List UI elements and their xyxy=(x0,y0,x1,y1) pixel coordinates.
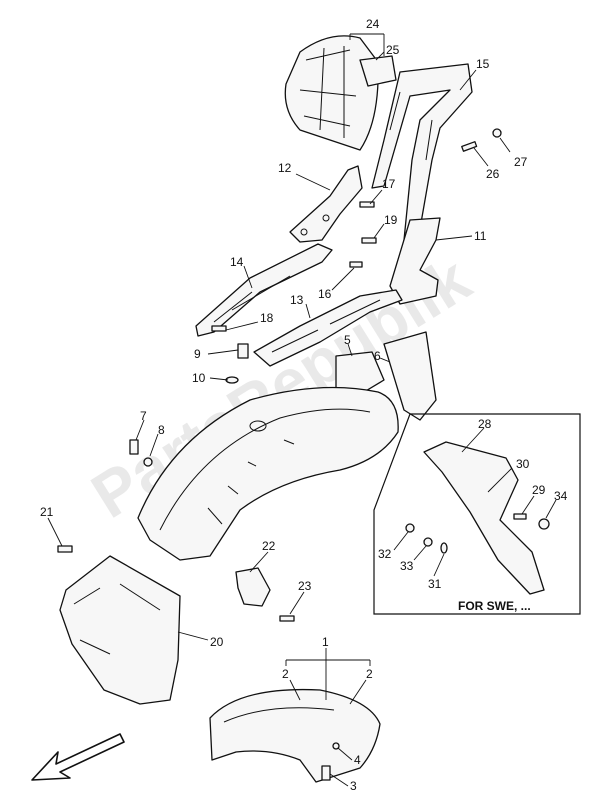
cover-plate-5 xyxy=(335,351,385,399)
callout-8: 8 xyxy=(158,423,165,437)
bolt-21 xyxy=(57,545,73,553)
callout-28: 28 xyxy=(478,417,492,431)
callout-labels: 24 25 15 27 26 12 17 19 11 14 16 13 18 9… xyxy=(40,17,568,793)
callout-2-left: 2 xyxy=(282,667,289,681)
callout-3: 3 xyxy=(350,779,357,793)
callout-11: 11 xyxy=(474,229,487,243)
callout-16: 16 xyxy=(318,287,332,301)
nut-4 xyxy=(332,742,340,750)
direction-arrow xyxy=(31,733,125,781)
nut-27 xyxy=(492,128,502,138)
fender-bracket xyxy=(235,567,271,607)
bolt-29 xyxy=(513,513,527,520)
callout-25: 25 xyxy=(386,43,400,57)
callout-31: 31 xyxy=(428,577,442,591)
bolt-26 xyxy=(461,141,478,152)
bolt-23 xyxy=(279,615,295,622)
callout-27: 27 xyxy=(514,155,528,169)
callout-4: 4 xyxy=(354,753,361,767)
inset-caption: FOR SWE, ... xyxy=(458,599,531,613)
bolt-9 xyxy=(237,343,249,359)
callout-6: 6 xyxy=(374,349,381,363)
nut-34 xyxy=(538,518,550,530)
callout-23: 23 xyxy=(298,579,312,593)
callout-33: 33 xyxy=(400,559,414,573)
grab-bar-right xyxy=(253,289,403,367)
bolt-16 xyxy=(349,261,363,268)
callout-10: 10 xyxy=(192,371,206,385)
inset-frame xyxy=(373,413,581,615)
mount-plate xyxy=(289,165,363,243)
callout-32: 32 xyxy=(378,547,392,561)
callout-9: 9 xyxy=(194,347,201,361)
callout-30: 30 xyxy=(516,457,530,471)
callout-21: 21 xyxy=(40,505,54,519)
bolt-7 xyxy=(129,439,139,455)
rear-fender xyxy=(137,386,399,561)
backrest-pad xyxy=(284,35,379,151)
callout-2-right: 2 xyxy=(366,667,373,681)
hardware-group xyxy=(57,128,550,781)
front-fender xyxy=(209,688,381,783)
washer-8 xyxy=(143,457,153,467)
washer-33 xyxy=(423,537,433,547)
nut-32 xyxy=(405,523,415,533)
inset-bracket xyxy=(423,441,545,595)
side-cover xyxy=(59,555,181,705)
callout-19: 19 xyxy=(384,213,398,227)
callout-12: 12 xyxy=(278,161,292,175)
cover-plate-6 xyxy=(383,331,437,421)
callout-14: 14 xyxy=(230,255,244,269)
bolt-19 xyxy=(361,237,377,244)
callout-1: 1 xyxy=(322,635,329,649)
callout-13: 13 xyxy=(290,293,304,307)
grab-bar-left xyxy=(195,243,333,337)
bolt-18 xyxy=(211,325,227,332)
callout-24: 24 xyxy=(366,17,380,31)
callout-34: 34 xyxy=(554,489,568,503)
leader-lines xyxy=(47,33,557,787)
callout-20: 20 xyxy=(210,635,224,649)
bolt-3 xyxy=(321,765,331,781)
callout-7: 7 xyxy=(140,409,147,423)
callout-29: 29 xyxy=(532,483,546,497)
callout-26: 26 xyxy=(486,167,500,181)
callout-22: 22 xyxy=(262,539,276,553)
callout-18: 18 xyxy=(260,311,274,325)
washer-31 xyxy=(440,542,448,554)
side-stay xyxy=(389,217,441,305)
backrest-bracket xyxy=(359,55,397,87)
bolt-17 xyxy=(359,201,375,208)
callout-15: 15 xyxy=(476,57,490,71)
callout-5: 5 xyxy=(344,333,351,347)
callout-17: 17 xyxy=(382,177,396,191)
